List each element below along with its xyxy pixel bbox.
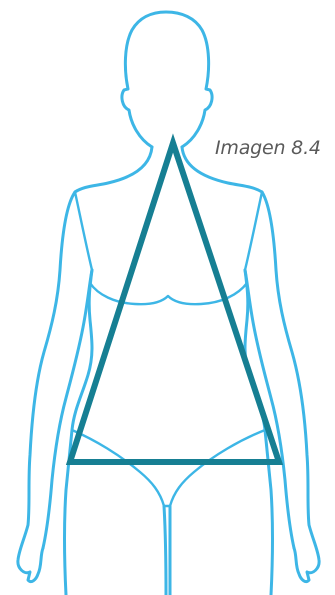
shoulder-details — [75, 192, 262, 270]
head — [122, 12, 212, 147]
hip-line — [72, 430, 265, 506]
figure-caption: Imagen 8.4 — [215, 137, 321, 159]
legs — [164, 506, 170, 595]
